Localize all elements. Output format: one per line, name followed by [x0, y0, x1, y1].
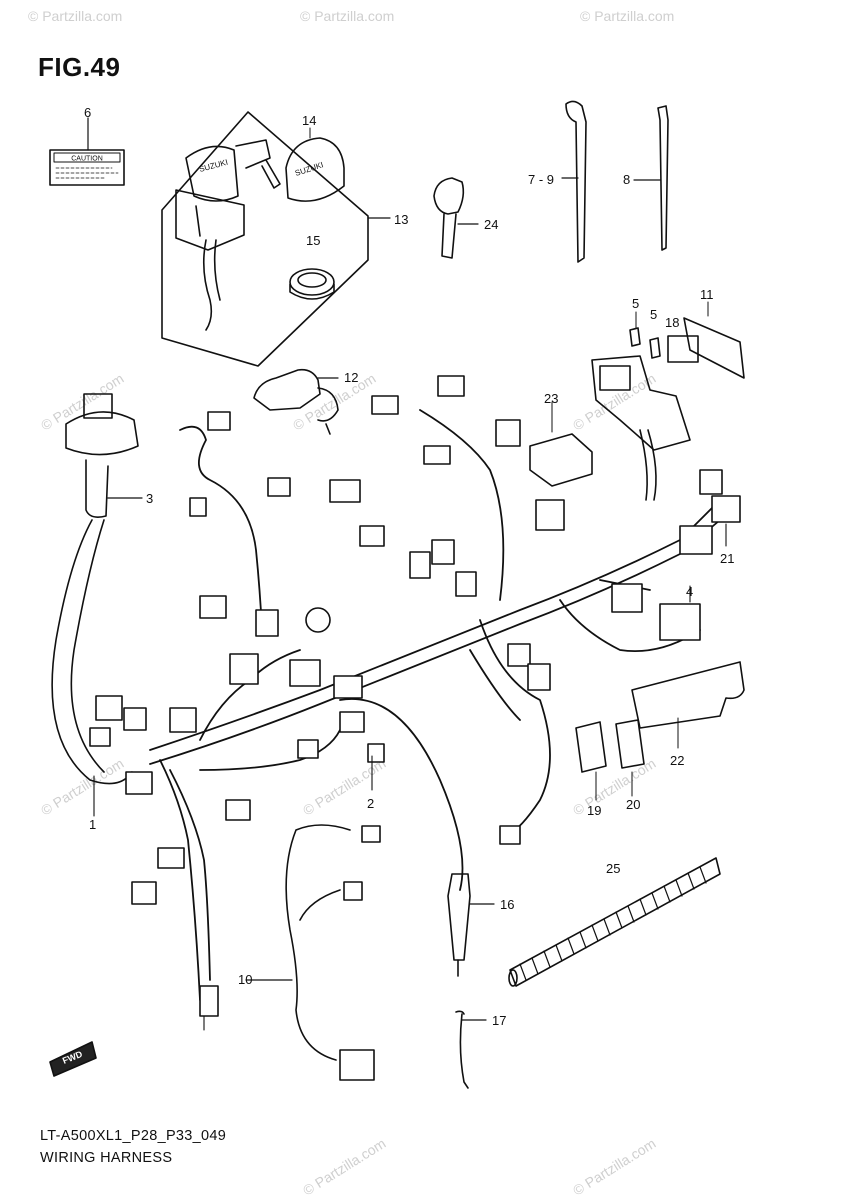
- callout-19: 19: [587, 803, 602, 818]
- callout-7-9: 7 - 9: [528, 172, 555, 187]
- callout-23: 23: [544, 391, 559, 406]
- callout-10: 10: [238, 972, 253, 987]
- callout-3: 3: [146, 491, 154, 506]
- main-harness-branch: [51, 393, 143, 785]
- sub-harness: [245, 824, 351, 1061]
- model-code: LT-A500XL1_P28_P33_049: [40, 1128, 227, 1144]
- callout-20: 20: [626, 797, 641, 812]
- section-name: WIRING HARNESS: [40, 1150, 173, 1166]
- watermark: © Partzilla.com: [300, 8, 395, 24]
- cable-ties: [561, 100, 669, 263]
- plug-connector: [253, 368, 339, 435]
- callout-leaders: [93, 523, 727, 1031]
- callout-5b: 5: [650, 307, 658, 322]
- callout-8: 8: [623, 172, 631, 187]
- callout-24: 24: [484, 217, 499, 232]
- callout-2: 2: [367, 796, 375, 811]
- corrugated-tube: [508, 857, 721, 987]
- callout-6: 6: [84, 105, 92, 120]
- callout-18: 18: [665, 315, 680, 330]
- harness-connectors: [89, 375, 741, 1081]
- callout-4: 4: [686, 584, 694, 599]
- forward-arrow-icon: FWD: [49, 1041, 97, 1077]
- ignition-switch-assembly: SUZUKI SUZUKI: [161, 111, 391, 367]
- mounting-brackets: [575, 661, 745, 801]
- callout-14: 14: [302, 113, 317, 128]
- callout-15: 15: [306, 233, 321, 248]
- caution-label-text: CAUTION: [71, 156, 103, 163]
- ignition-key: [433, 177, 479, 259]
- callout-22: 22: [670, 753, 685, 768]
- callout-16: 16: [500, 897, 515, 912]
- callout-12: 12: [344, 370, 359, 385]
- callout-13: 13: [394, 212, 409, 227]
- fuse-box: [591, 301, 745, 501]
- figure-title: FIG.49: [38, 52, 121, 82]
- callout-17: 17: [492, 1013, 507, 1028]
- key-brand-text: SUZUKI: [198, 158, 229, 174]
- callout-21: 21: [720, 551, 735, 566]
- callout-1: 1: [89, 817, 97, 832]
- oxygen-sensor: [447, 873, 495, 1089]
- callout-11: 11: [700, 287, 714, 302]
- watermark: © Partzilla.com: [580, 8, 675, 24]
- watermark: © Partzilla.com: [28, 8, 123, 24]
- callout-25: 25: [606, 861, 621, 876]
- callout-5a: 5: [632, 296, 640, 311]
- relay: [529, 401, 593, 487]
- caution-label: CAUTION: [49, 117, 125, 186]
